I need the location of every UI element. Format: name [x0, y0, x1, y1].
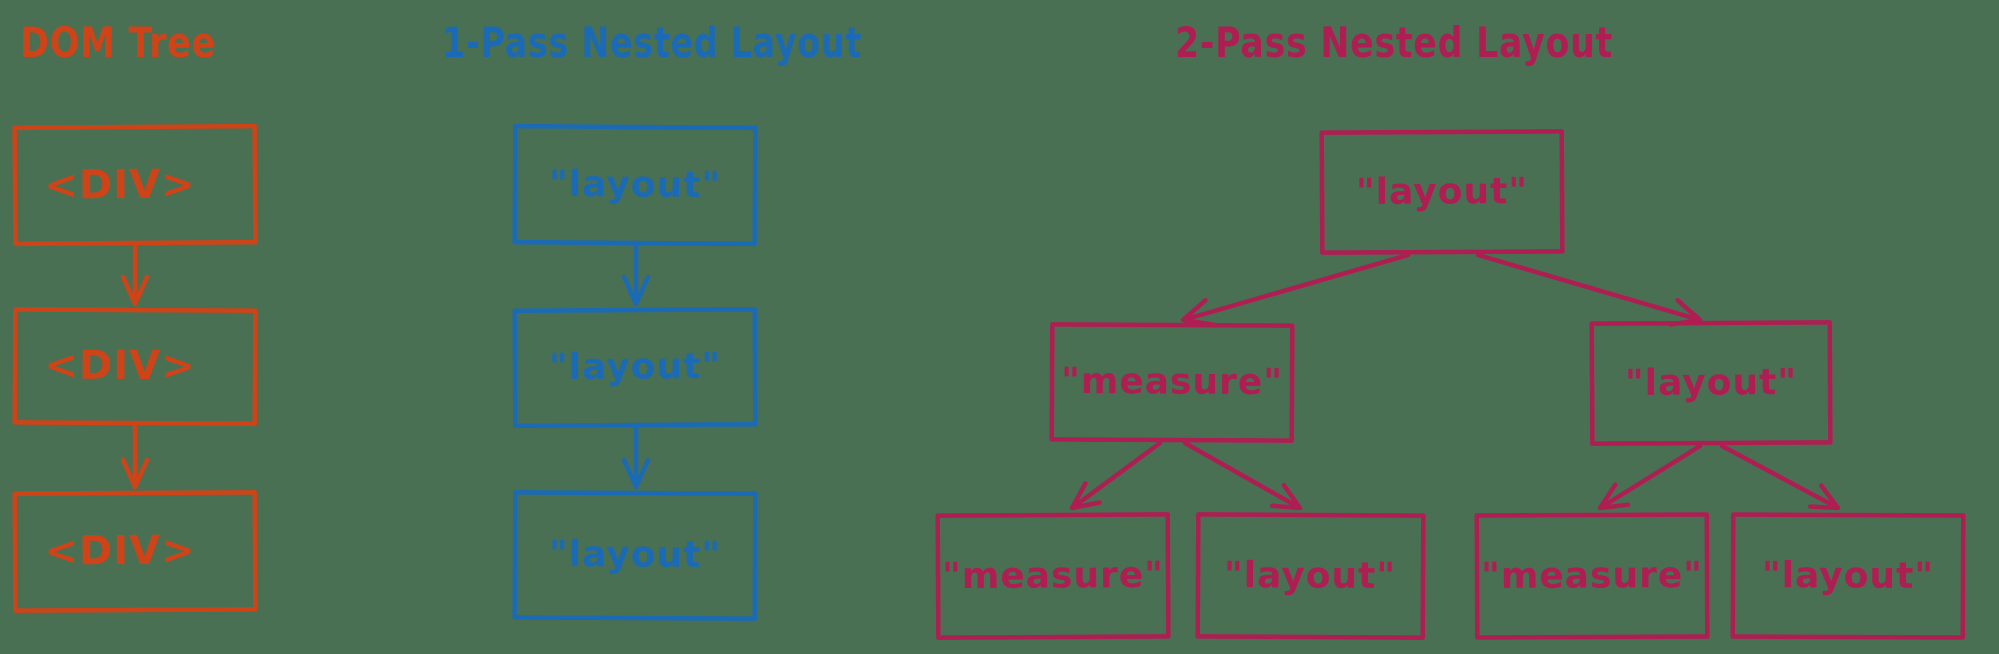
arrow-layout-to-measure	[1597, 443, 1703, 511]
arrow-dom-2-to-3	[120, 423, 150, 490]
one-pass-title: 1-Pass Nested Layout	[442, 18, 862, 67]
one-pass-node-1-box	[512, 123, 758, 247]
dom-tree-title: DOM Tree	[20, 18, 216, 67]
arrow-root-to-measure	[1180, 252, 1411, 327]
two-pass-layout-box	[1589, 320, 1833, 446]
two-pass-leaf-3-label: "measure"	[1481, 555, 1703, 597]
one-pass-node-3: "layout"	[512, 490, 758, 621]
two-pass-root-label: "layout"	[1356, 171, 1528, 213]
one-pass-node-1: "layout"	[512, 123, 758, 247]
arrow-measure-to-layout	[1182, 440, 1303, 511]
two-pass-layout-node: "layout"	[1589, 320, 1833, 446]
two-pass-leaf-2-label: "layout"	[1224, 555, 1396, 597]
one-pass-node-2-box	[512, 307, 758, 428]
two-pass-leaf-3: "measure"	[1474, 512, 1710, 640]
two-pass-leaf-2-box	[1195, 512, 1426, 640]
section-two-pass: 2-Pass Nested Layout "layout" "measure" …	[935, 18, 1966, 640]
arrow-one-pass-2-to-3	[621, 425, 651, 490]
arrow-one-pass-1-to-2	[621, 243, 651, 307]
two-pass-root-box	[1319, 129, 1565, 255]
two-pass-leaf-4-label: "layout"	[1762, 555, 1934, 597]
two-pass-measure-label: "measure"	[1061, 361, 1283, 403]
one-pass-node-3-label: "layout"	[549, 534, 721, 576]
dom-node-3: <DIV>	[12, 490, 258, 613]
two-pass-leaf-3-box	[1474, 512, 1710, 640]
dom-node-1-box	[12, 123, 258, 247]
two-pass-leaf-1-label: "measure"	[942, 555, 1164, 597]
dom-node-1: <DIV>	[12, 123, 258, 247]
two-pass-leaf-4: "layout"	[1730, 512, 1966, 640]
two-pass-layout-label: "layout"	[1625, 362, 1797, 404]
dom-node-3-label: <DIV>	[44, 528, 195, 575]
two-pass-leaf-1-box	[935, 512, 1171, 640]
dom-node-1-label: <DIV>	[44, 162, 195, 209]
section-one-pass: 1-Pass Nested Layout "layout" "layout" "…	[442, 18, 862, 621]
arrow-root-to-layout	[1475, 252, 1703, 327]
one-pass-node-1-label: "layout"	[549, 164, 721, 206]
dom-node-2: <DIV>	[12, 307, 258, 426]
dom-node-3-box	[12, 490, 258, 613]
two-pass-root-node: "layout"	[1319, 129, 1565, 255]
two-pass-measure-box	[1049, 322, 1295, 443]
one-pass-node-2-label: "layout"	[549, 346, 721, 388]
two-pass-leaf-1: "measure"	[935, 512, 1171, 640]
arrow-layout-to-layout	[1719, 443, 1841, 511]
two-pass-leaf-4-box	[1730, 512, 1966, 640]
two-pass-leaf-2: "layout"	[1195, 512, 1426, 640]
dom-node-2-box	[12, 307, 258, 426]
dom-node-2-label: <DIV>	[44, 343, 195, 390]
section-dom-tree: DOM Tree <DIV> <DIV> <DIV>	[12, 18, 258, 613]
one-pass-node-2: "layout"	[512, 307, 758, 428]
two-pass-title: 2-Pass Nested Layout	[1175, 18, 1613, 67]
arrow-dom-1-to-2	[120, 243, 150, 307]
one-pass-node-3-box	[512, 490, 758, 621]
two-pass-measure-node: "measure"	[1049, 322, 1295, 443]
arrow-measure-to-measure	[1069, 440, 1163, 511]
